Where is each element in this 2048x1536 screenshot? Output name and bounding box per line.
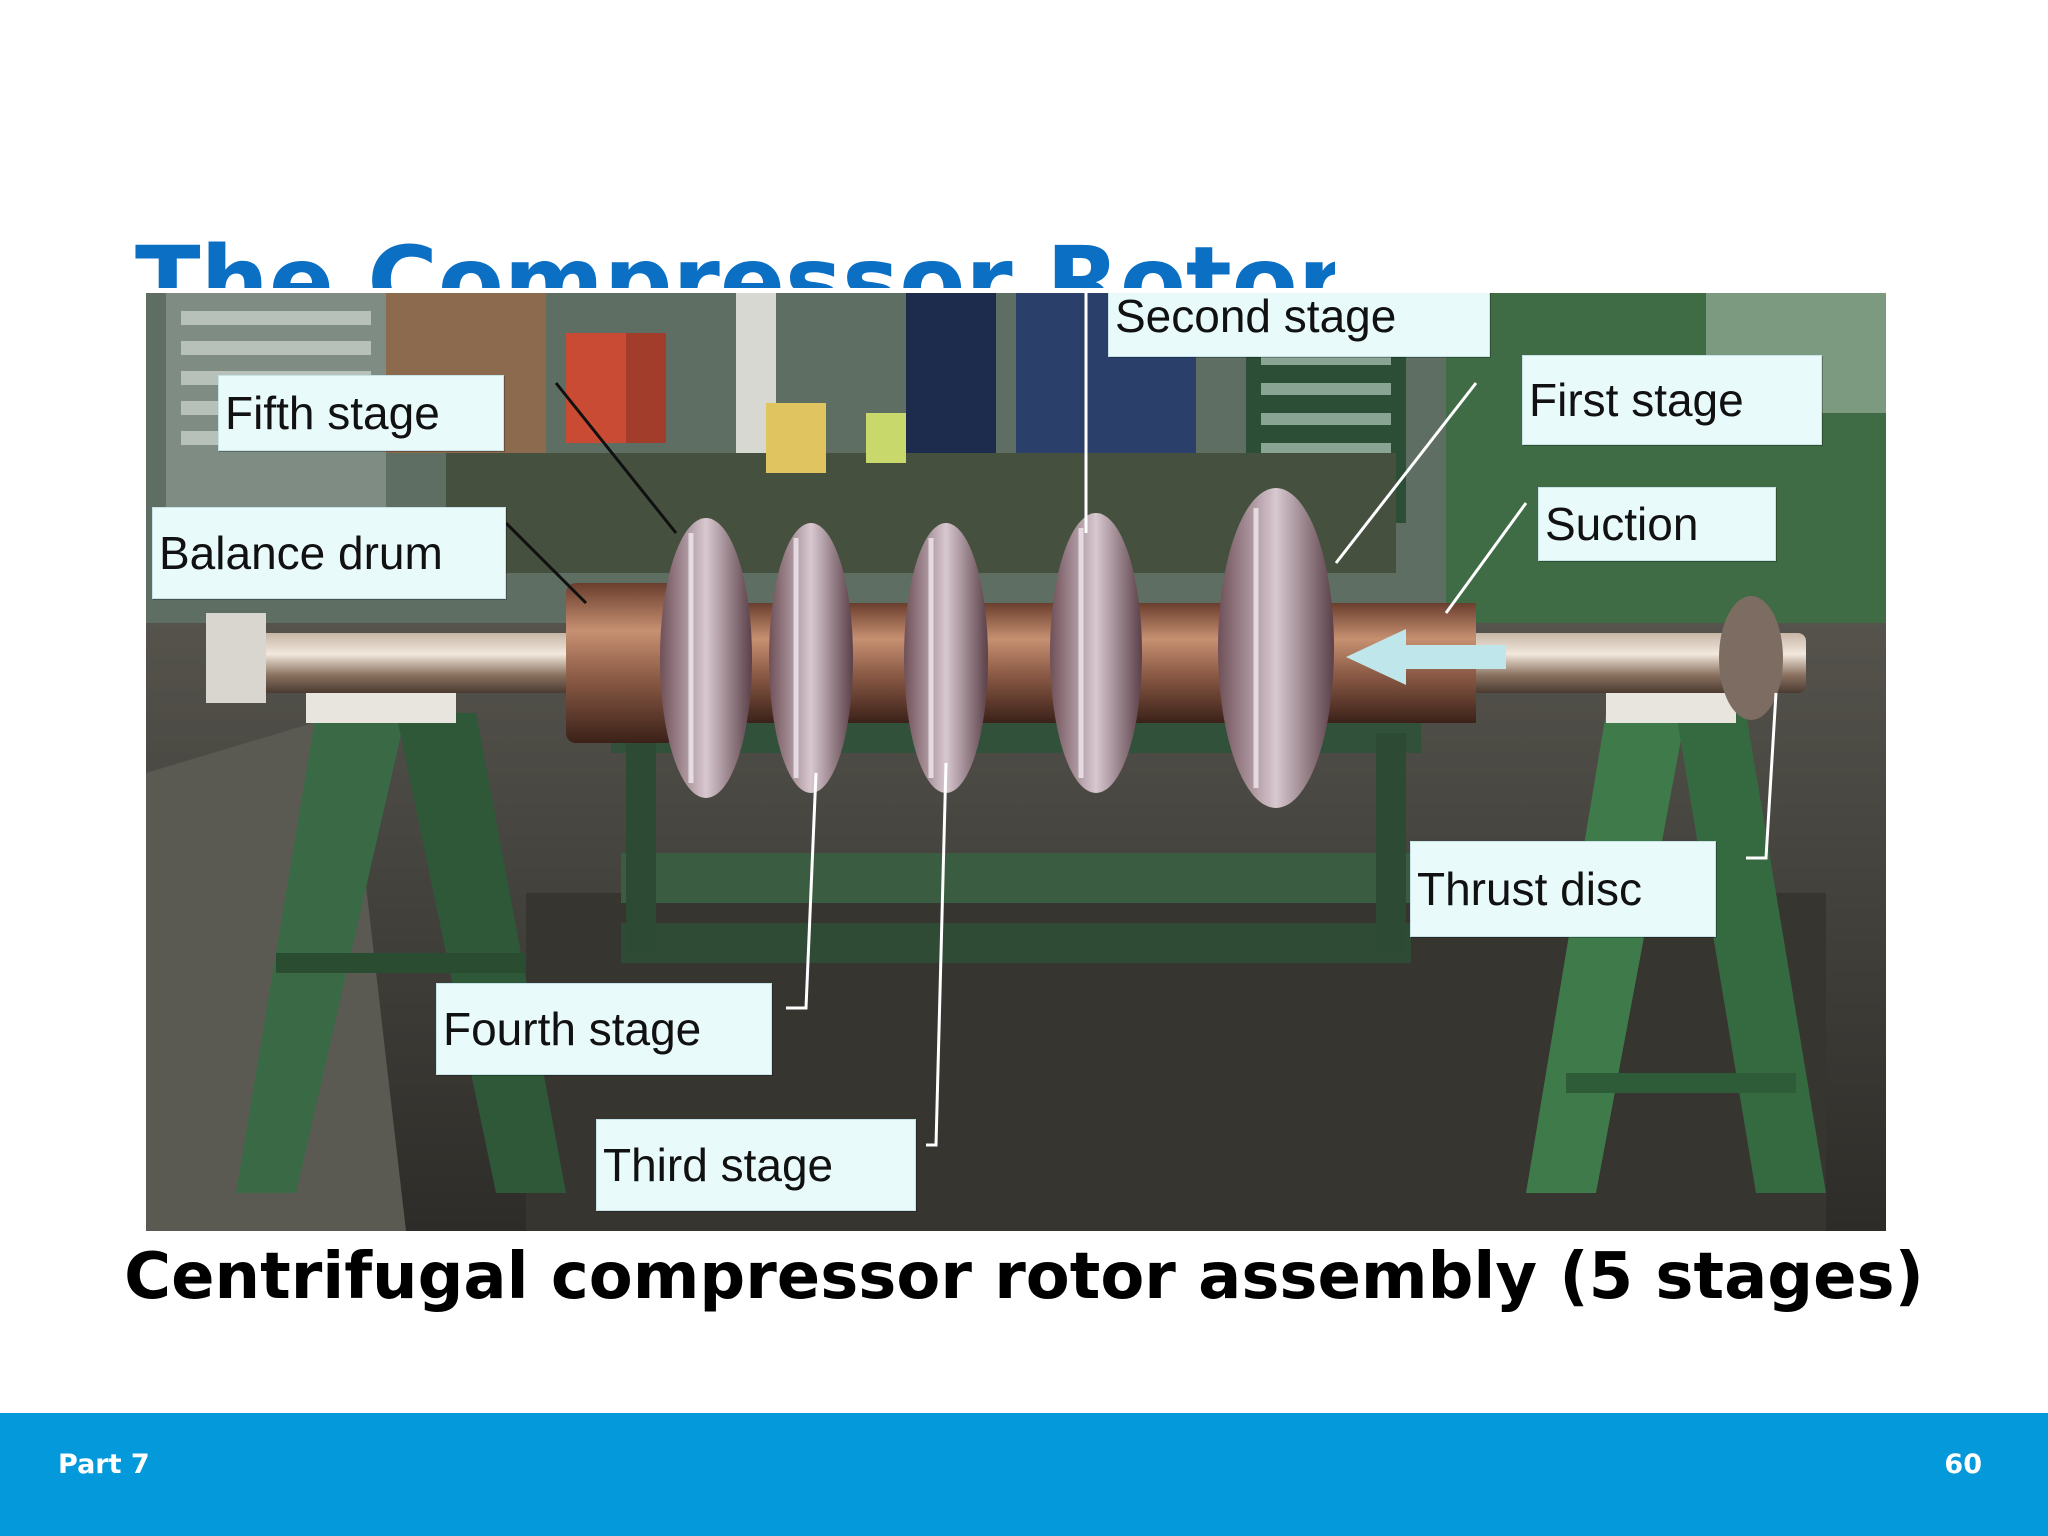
figure-caption: Centrifugal compressor rotor assembly (5… [124, 1240, 1924, 1314]
footer-section: Part 7 [58, 1449, 150, 1480]
label-first-stage: First stage [1522, 355, 1822, 445]
label-second-stage: Second stage [1108, 293, 1490, 357]
label-fourth-stage: Fourth stage [436, 983, 772, 1075]
slide-title: The Compressor Rotor [135, 226, 1335, 288]
label-suction: Suction [1538, 487, 1776, 561]
label-thrust-disc: Thrust disc [1410, 841, 1716, 937]
rotor-photo: Second stage Fifth stage First stage Bal… [146, 293, 1886, 1231]
label-third-stage: Third stage [596, 1119, 916, 1211]
label-balance-drum: Balance drum [152, 507, 506, 599]
page-number: 60 [1944, 1449, 1982, 1480]
label-fifth-stage: Fifth stage [218, 375, 504, 451]
footer-bar: Part 7 60 [0, 1413, 2048, 1536]
